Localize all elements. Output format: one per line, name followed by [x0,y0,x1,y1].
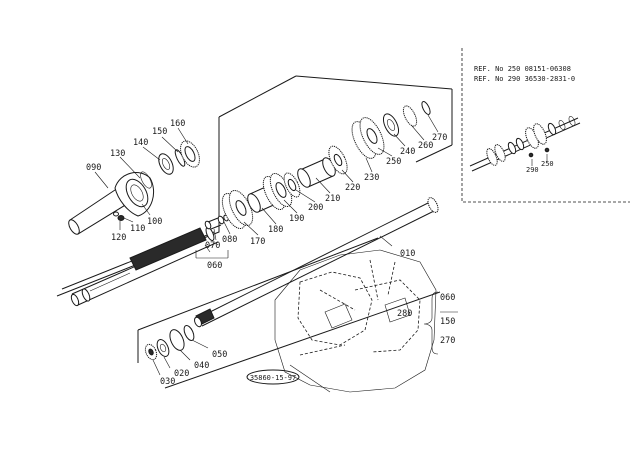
label-110: 110 [130,224,145,234]
bearing-030 [144,343,158,361]
ref-box-border [461,48,630,203]
snap-ring-270 [421,101,431,115]
gear-230-250 [351,117,385,159]
label-210: 210 [325,194,340,204]
kit-item-060: 060 [440,293,455,303]
label-030: 030 [160,377,175,387]
label-010: 010 [400,249,415,259]
bearing-140 [158,153,174,175]
label-160: 160 [170,119,185,129]
ref-line-1: REF. No 250 08151-06308 [474,65,571,73]
label-020: 020 [174,369,189,379]
gear-170 [221,189,254,230]
kit-bracket [423,291,458,355]
drawing-code-badge: 35860-15-97 [246,369,300,385]
gear-200 [283,172,301,198]
gear-220 [328,145,348,175]
label-090: 090 [86,163,101,173]
label-120: 120 [111,233,126,243]
ref-box: REF. No 250 08151-06308 REF. No 290 3653… [461,48,630,203]
shaft-spline [129,227,207,271]
label-220: 220 [345,183,360,193]
ref-line-2: REF. No 290 36530-2831-0 [474,75,575,83]
kit-item-270: 270 [440,336,455,346]
ring-040 [169,329,185,351]
main-shaft-010 [194,197,439,328]
label-190: 190 [289,214,304,224]
ref-mini-assembly [469,116,581,172]
label-130: 130 [110,149,125,159]
o-ring [140,171,152,189]
label-150: 150 [152,127,167,137]
leader-lines [94,114,439,376]
label-050: 050 [212,350,227,360]
label-230: 230 [364,173,379,183]
bearing-260 [402,105,418,127]
flange-housing [68,172,154,235]
spacer-210 [297,157,336,188]
label-070: 070 [205,241,220,251]
kit-label: 280 [397,309,412,319]
collar-070-080 [204,214,229,230]
label-250: 250 [386,157,401,167]
bearing-160 [180,140,200,168]
ring-050 [183,325,195,341]
label-040: 040 [194,361,209,371]
label-200: 200 [308,203,323,213]
label-100: 100 [147,217,162,227]
kit-item-150: 150 [440,317,455,327]
ref-callout-250: 250 [541,160,554,168]
lower-group-boundary [137,237,441,389]
label-180: 180 [268,225,283,235]
upper-input-shaft [70,226,219,307]
drawing-code: 35860-15-97 [250,374,296,382]
label-240: 240 [400,147,415,157]
part-labels: 010 020 030 040 050 060 070 080 090 100 … [86,119,455,387]
label-260: 260 [418,141,433,151]
bearing-240 [382,113,400,137]
label-060: 060 [207,261,222,271]
collar-020 [156,339,170,357]
label-170: 170 [250,237,265,247]
upper-group-boundary [56,75,453,297]
label-270: 270 [432,133,447,143]
label-080: 080 [222,235,237,245]
bolt-washer [113,211,125,221]
ref-callout-290: 290 [526,166,539,174]
gear-190 [262,172,293,211]
label-140: 140 [133,138,148,148]
